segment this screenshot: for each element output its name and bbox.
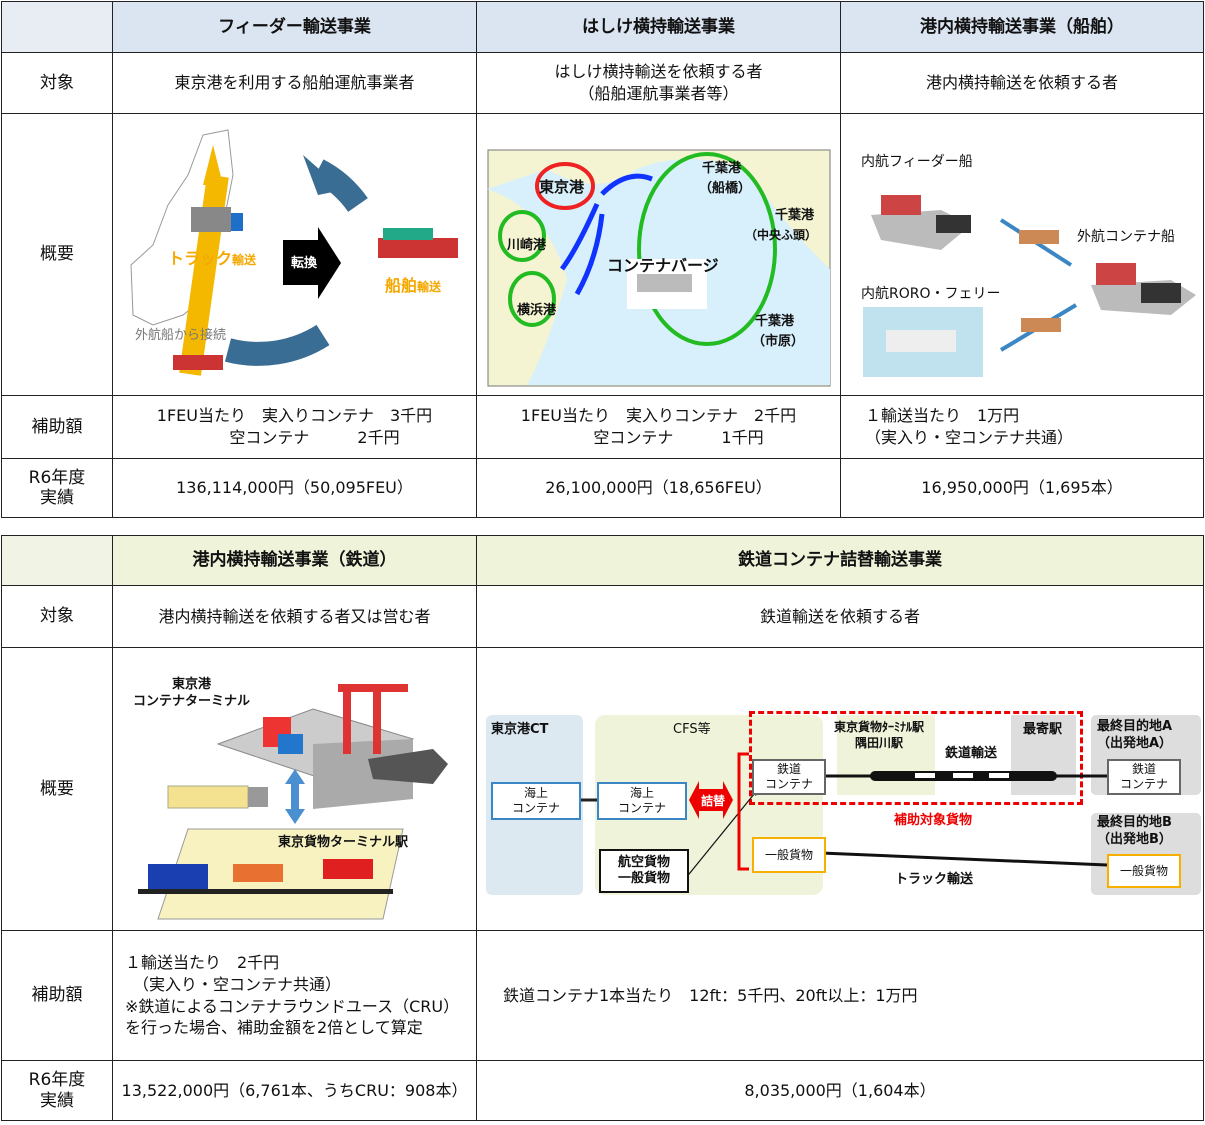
result-rail-container: 8,035,000円（1,604本） <box>476 1060 1204 1121</box>
subsidy-note: ※鉄道によるコンテナラウンドユース（CRU）を行った場合、補助金額を2倍として算… <box>125 996 460 1038</box>
rail-figure: 東京港 コンテナターミナル 東京貨物ターミナル駅 <box>112 647 477 931</box>
kawasaki-port-label: 川崎港 <box>507 238 547 253</box>
subsidy-rail-transfer: １輸送当たり 2千円 （実入り・空コンテナ共通）※鉄道によるコンテナラウンドユー… <box>112 930 477 1061</box>
result-ship: 16,950,000円（1,695本） <box>840 458 1204 518</box>
rail-container-box-a: 鉄道 コンテナ <box>1107 759 1181 795</box>
rail-transport-label: 鉄道輸送 <box>945 746 998 761</box>
header-feeder: フィーダー輸送事業 <box>112 1 477 53</box>
convert-label: 転換 <box>291 256 318 271</box>
target-barge: はしけ横持輸送を依頼する者 （船舶運航事業者等） <box>476 52 841 114</box>
subsidy-feeder: 1FEU当たり 実入りコンテナ 3千円空コンテナ 2千円 <box>112 395 477 459</box>
chiba-ichihara-sub: （市原） <box>752 334 805 349</box>
corner <box>1 535 113 586</box>
chiba-funabashi-label: 千葉港 <box>702 161 742 176</box>
sea-container-box: 海上 コンテナ <box>597 782 687 820</box>
foreign-ship-label: 外航コンテナ船 <box>1077 229 1175 245</box>
feeder-figure: トラック輸送 転換 船舶輸送 外航船から接続 <box>112 113 477 396</box>
header-rail-transfer: 港内横持輸送事業（鉄道） <box>112 535 477 586</box>
subsidy-target-boundary <box>749 711 1083 805</box>
target-ship: 港内横持輸送を依頼する者 <box>840 52 1204 114</box>
chiba-chuo-label: 千葉港 <box>775 208 815 223</box>
truck-label: トラック <box>168 249 233 268</box>
container-terminal-label: 東京港 コンテナターミナル <box>133 677 251 709</box>
target-feeder: 東京港を利用する船舶運航事業者 <box>112 52 477 114</box>
chiba-funabashi-sub: （船橋） <box>699 181 752 196</box>
table-lower: 港内横持輸送事業（鉄道） 鉄道コンテナ詰替輸送事業 対象 港内横持輸送を依頼する… <box>1 535 1204 1121</box>
cfs-label: CFS等 <box>673 722 711 737</box>
general-cargo-box: 一般貨物 <box>752 837 826 873</box>
subsidy-line: 空コンテナ 1千円 <box>593 428 764 447</box>
header-rail-container: 鉄道コンテナ詰替輸送事業 <box>476 535 1204 586</box>
header-ship: 港内横持輸送事業（船舶） <box>840 1 1204 53</box>
result-feeder: 136,114,000円（50,095FEU） <box>112 458 477 518</box>
ship-suffix: 輸送 <box>417 280 442 294</box>
dest-a-label: 最終目的地A （出発地A） <box>1097 719 1173 751</box>
label-target: 対象 <box>1 585 113 648</box>
barge-figure: 東京港 川崎港 横浜港 千葉港 （船橋） 千葉港 （中央ふ頭） 千葉港 （市原）… <box>476 113 841 396</box>
swap-label: 詰替 <box>701 794 726 808</box>
barge-map <box>487 149 831 387</box>
subsidy-line: 1FEU当たり 実入りコンテナ 2千円 <box>520 406 797 426</box>
ship-label: 船舶 <box>385 276 418 295</box>
subsidy-line: 空コンテナ 2千円 <box>229 428 400 447</box>
rail-terminal-illustration <box>138 684 448 920</box>
foreign-label: 外航船から接続 <box>135 328 227 343</box>
yokohama-port-label: 横浜港 <box>517 303 557 318</box>
subsidy-line: （実入り・空コンテナ共通） <box>125 974 342 994</box>
label-overview: 概要 <box>1 113 113 396</box>
feeder-map-illustration <box>130 129 458 376</box>
subsidy-rail-container: 鉄道コンテナ1本当たり 12ft：5千円、20ft以上：1万円 <box>476 930 1204 1061</box>
ship-figure: 内航フィーダー船 外航コンテナ船 内航RORO・フェリー <box>840 113 1204 396</box>
diagram-lines <box>577 752 1108 880</box>
result-barge: 26,100,000円（18,656FEU） <box>476 458 841 518</box>
subsidy-target-label: 補助対象貨物 <box>894 813 973 828</box>
subsidy-line: （実入り・空コンテナ共通） <box>865 428 1074 447</box>
ship-illustration <box>863 195 1196 377</box>
target-rail-transfer: 港内横持輸送を依頼する者又は営む者 <box>112 585 477 648</box>
label-subsidy: 補助額 <box>1 395 113 459</box>
air-cargo-box: 航空貨物 一般貨物 <box>599 849 689 893</box>
label-overview: 概要 <box>1 647 113 931</box>
rail-container-diagram: 東京港CT CFS等 東京貨物ﾀｰﾐﾅﾙ駅 隅田川駅 鉄道輸送 最寄駅 最終目的… <box>476 647 1204 931</box>
truck-suffix: 輸送 <box>232 253 257 267</box>
target-line: はしけ横持輸送を依頼する者 <box>554 62 763 82</box>
freight-terminal-label: 東京貨物ターミナル駅 <box>278 835 409 850</box>
barge-label: コンテナバージ <box>607 256 719 275</box>
subsidy-ship: １輸送当たり 1万円 （実入り・空コンテナ共通） <box>840 395 1204 459</box>
truck-transport-label: トラック輸送 <box>895 872 974 887</box>
tokyo-port-label: 東京港 <box>539 178 585 196</box>
label-target: 対象 <box>1 52 113 114</box>
sea-container-box: 海上 コンテナ <box>491 782 581 820</box>
header-barge: はしけ横持輸送事業 <box>476 1 841 53</box>
freight-station-label: 東京貨物ﾀｰﾐﾅﾙ駅 隅田川駅 <box>834 720 925 750</box>
subsidy-line: １輸送当たり 2千円 <box>125 953 280 973</box>
chiba-chuo-sub: （中央ふ頭） <box>745 228 818 242</box>
corner <box>1 1 113 53</box>
zone-nearest-station <box>1011 715 1076 795</box>
subsidy-line: １輸送当たり 1万円 <box>865 406 1020 426</box>
label-result: R6年度 実績 <box>1 458 113 518</box>
feeder-ship-label: 内航フィーダー船 <box>861 154 973 170</box>
chiba-ichihara-label: 千葉港 <box>755 314 795 329</box>
rail-container-box: 鉄道 コンテナ <box>752 759 826 795</box>
target-rail-container: 鉄道輸送を依頼する者 <box>476 585 1204 648</box>
nearest-station-label: 最寄駅 <box>1023 722 1063 737</box>
result-rail-transfer: 13,522,000円（6,761本、うちCRU：908本） <box>112 1060 477 1121</box>
roro-ferry-label: 内航RORO・フェリー <box>861 286 1001 302</box>
tokyo-ct-label: 東京港CT <box>491 722 549 737</box>
target-line: （船舶運航事業者等） <box>578 84 739 103</box>
zone-freight-station <box>837 715 935 795</box>
label-subsidy: 補助額 <box>1 930 113 1061</box>
label-result: R6年度 実績 <box>1 1060 113 1121</box>
table-upper: フィーダー輸送事業 はしけ横持輸送事業 港内横持輸送事業（船舶） 対象 東京港を… <box>1 1 1204 518</box>
subsidy-barge: 1FEU当たり 実入りコンテナ 2千円空コンテナ 1千円 <box>476 395 841 459</box>
subsidy-line: 1FEU当たり 実入りコンテナ 3千円 <box>156 406 433 426</box>
dest-b-label: 最終目的地B （出発地B） <box>1097 815 1172 847</box>
general-cargo-box-b: 一般貨物 <box>1107 854 1181 888</box>
